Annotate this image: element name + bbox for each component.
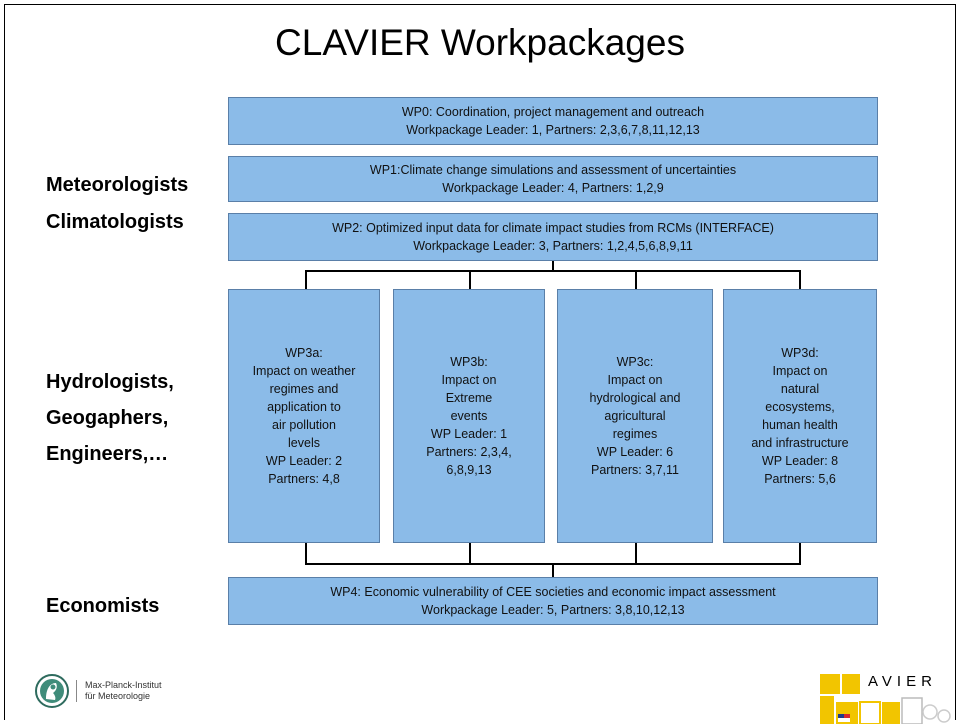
wp3b-line: Extreme	[445, 391, 493, 405]
connector-wp3c-top	[635, 270, 637, 289]
connector-wp4-up	[552, 563, 554, 577]
wp2-title: WP2: Optimized input data for climate im…	[332, 221, 774, 235]
wp3d-line: Partners: 5,6	[764, 472, 836, 486]
wp3b-line: Partners: 2,3,4,	[426, 445, 512, 459]
wp3c-line: WP Leader: 6	[596, 445, 674, 459]
wp4-title: WP4: Economic vulnerability of CEE socie…	[330, 585, 776, 599]
connector-wp3d-bottom	[799, 543, 801, 565]
wp3b-box: WP3b: Impact on Extreme events WP Leader…	[393, 289, 545, 543]
wp3a-line: Impact on weather	[252, 364, 356, 378]
wp3a-line: WP Leader: 2	[265, 454, 343, 468]
label-hydrologists: Hydrologists,	[46, 371, 174, 393]
label-meteorologists: Meteorologists	[46, 174, 189, 196]
wp3d-line: WP Leader: 8	[761, 454, 839, 468]
wp3a-line: application to	[267, 400, 341, 414]
slide-frame	[4, 4, 956, 720]
connector-wp3c-bottom	[635, 543, 637, 565]
wp1-box: WP1:Climate change simulations and asses…	[228, 156, 878, 202]
connector-wp3d-top	[799, 270, 801, 289]
wp3c-line: WP3c:	[616, 355, 654, 369]
wp3d-line: WP3d:	[781, 346, 819, 360]
wp3d-line: natural	[780, 382, 820, 396]
wp3c-line: Impact on	[607, 373, 663, 387]
wp2-partners: Workpackage Leader: 3, Partners: 1,2,4,5…	[413, 239, 693, 253]
wp3d-line: human health	[762, 418, 838, 432]
connector-top-horizontal	[305, 270, 801, 272]
page-title: CLAVIER Workpackages	[275, 22, 685, 63]
label-geographers: Geogaphers,	[46, 407, 169, 429]
wp3a-line: levels	[288, 436, 320, 450]
connector-wp2-down	[552, 261, 554, 271]
wp3b-line: 6,8,9,13	[446, 463, 492, 477]
connector-wp3b-bottom	[469, 543, 471, 565]
connector-wp3a-top	[305, 270, 307, 289]
clavier-logo-text: AVIER	[868, 673, 937, 690]
wp0-partners: Workpackage Leader: 1, Partners: 2,3,6,7…	[406, 123, 700, 137]
wp3d-line: ecosystems,	[765, 400, 835, 414]
wp1-title: WP1:Climate change simulations and asses…	[369, 163, 737, 177]
connector-wp3a-bottom	[305, 543, 307, 565]
wp3c-line: regimes	[612, 427, 658, 441]
wp3d-line: and infrastructure	[751, 436, 849, 450]
minerva-icon	[35, 674, 69, 708]
connector-wp3b-top	[469, 270, 471, 289]
wp3c-line: Partners: 3,7,11	[590, 463, 679, 477]
wp3c-line: agricultural	[604, 409, 666, 423]
label-engineers: Engineers,…	[46, 443, 169, 465]
wp0-box: WP0: Coordination, project management an…	[228, 97, 878, 145]
mpi-line2: für Meteorologie	[85, 691, 151, 701]
wp3b-line: WP Leader: 1	[430, 427, 508, 441]
wp4-box: WP4: Economic vulnerability of CEE socie…	[228, 577, 878, 625]
wp3b-line: events	[450, 409, 488, 423]
wp2-box: WP2: Optimized input data for climate im…	[228, 213, 878, 261]
wp0-title: WP0: Coordination, project management an…	[401, 105, 705, 119]
mpi-text: Max-Planck-Institut für Meteorologie	[76, 680, 162, 702]
wp1-partners: Workpackage Leader: 4, Partners: 1,2,9	[442, 181, 664, 195]
wp3c-line: hydrological and	[589, 391, 681, 405]
label-climatologists: Climatologists	[46, 211, 184, 233]
wp4-partners: Workpackage Leader: 5, Partners: 3,8,10,…	[421, 603, 685, 617]
wp3d-box: WP3d: Impact on natural ecosystems, huma…	[723, 289, 877, 543]
label-economists: Economists	[46, 595, 160, 617]
wp3a-box: WP3a: Impact on weather regimes and appl…	[228, 289, 380, 543]
wp3a-line: Partners: 4,8	[268, 472, 340, 486]
wp3b-line: WP3b:	[450, 355, 488, 369]
wp3a-line: WP3a:	[285, 346, 323, 360]
mpi-line1: Max-Planck-Institut	[85, 680, 162, 690]
wp3c-box: WP3c: Impact on hydrological and agricul…	[557, 289, 713, 543]
wp3d-line: Impact on	[772, 364, 828, 378]
clavier-logo-icon	[820, 674, 951, 724]
wp3a-line: regimes and	[269, 382, 339, 396]
wp3a-line: air pollution	[272, 418, 336, 432]
wp3b-line: Impact on	[441, 373, 497, 387]
mpi-logo: Max-Planck-Institut für Meteorologie	[34, 673, 162, 709]
